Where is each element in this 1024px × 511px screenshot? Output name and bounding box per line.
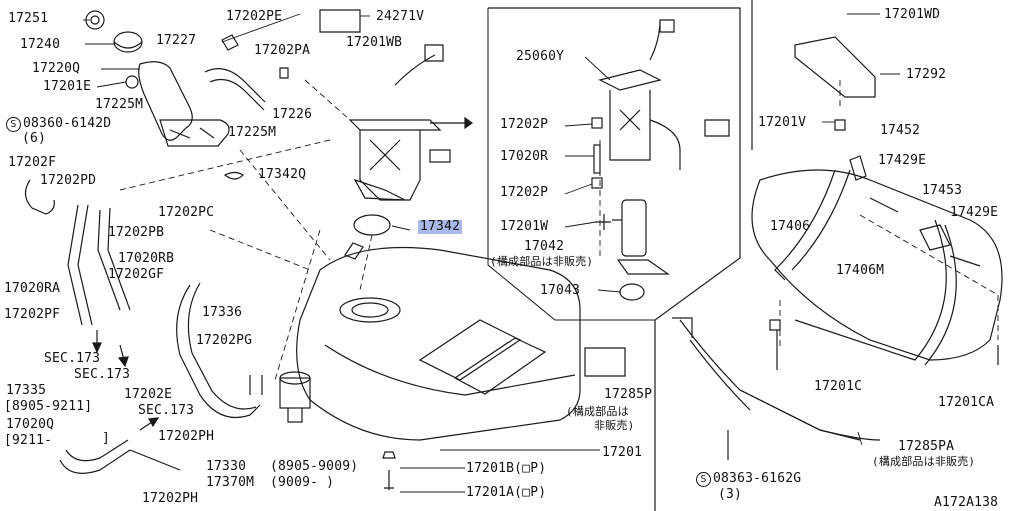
part-17202GF: 17202GF (108, 267, 165, 282)
part-17202PH-a: 17202PH (158, 429, 215, 444)
part-17342Q: 17342Q (258, 167, 307, 182)
part-17285PA: 17285PA (898, 439, 955, 454)
part-17370M: 17370M (206, 475, 255, 490)
sec-173-c[interactable]: SEC.173 (138, 403, 195, 418)
sec-173-a[interactable]: SEC.173 (44, 351, 101, 366)
part-17202PH-b: 17202PH (142, 491, 199, 506)
part-17406: 17406 (770, 219, 811, 234)
hoses-drawing (24, 179, 263, 474)
part-17201W: 17201W (500, 219, 549, 234)
part-17240: 17240 (20, 37, 61, 52)
part-08363-number: 08363-6162G (713, 471, 802, 486)
part-17202PC: 17202PC (158, 205, 215, 220)
part-17202F: 17202F (8, 155, 57, 170)
part-17227: 17227 (156, 33, 197, 48)
part-17452: 17452 (880, 123, 921, 138)
diagram-code: A172A138 (934, 495, 999, 510)
part-17285PA-note: (構成部品は非販売) (872, 455, 976, 468)
part-17225M-b: 17225M (228, 125, 277, 140)
part-17202PD: 17202PD (40, 173, 97, 188)
part-17202PA: 17202PA (254, 43, 311, 58)
part-17201WB: 17201WB (346, 35, 403, 50)
part-17453: 17453 (922, 183, 963, 198)
leader-lines (119, 79, 999, 381)
part-17201A: 17201A(□P) (466, 485, 547, 500)
part-17020Q-range: [9211- (4, 433, 53, 448)
part-17202PB: 17202PB (108, 225, 165, 240)
s-symbol: S (6, 117, 21, 132)
inset-frame-left (487, 8, 655, 321)
sec-173-b[interactable]: SEC.173 (74, 367, 131, 382)
part-17201V: 17201V (758, 115, 807, 130)
part-17201C: 17201C (814, 379, 863, 394)
part-24271V: 24271V (376, 10, 424, 24)
part-17336: 17336 (202, 305, 243, 320)
part-17335-range: [8905-9211] (4, 399, 93, 414)
arrows (92, 116, 474, 431)
small-parts-drawing (279, 9, 626, 490)
part-17370M-range: (9009- ) (270, 475, 335, 490)
part-17202E: 17202E (124, 387, 173, 402)
part-17342-highlighted[interactable]: 17342 (418, 219, 463, 234)
part-24271V-text: 24271V (376, 9, 425, 24)
part-17043: 17043 (540, 283, 581, 298)
part-17335: 17335 (6, 383, 47, 398)
s-symbol: S (696, 472, 711, 487)
part-08360-qty: (6) (22, 131, 47, 146)
part-17042: 17042 (524, 239, 565, 254)
part-17285P: 17285P (604, 387, 653, 402)
part-17220Q: 17220Q (32, 61, 81, 76)
part-17225M-a: 17225M (95, 97, 144, 112)
part-17201B: 17201B(□P) (466, 461, 547, 476)
part-17201CA: 17201CA (938, 395, 995, 410)
part-17020R: 17020R (500, 149, 549, 164)
part-17330: 17330 (206, 459, 247, 474)
part-17202P-a: 17202P (500, 117, 549, 132)
part-17042-note: (構成部品は非販売) (490, 255, 594, 268)
part-17202PE: 17202PE (226, 9, 283, 24)
part-17292: 17292 (906, 67, 947, 82)
part-17429E-b: 17429E (950, 205, 999, 220)
sender-unit-drawing (348, 44, 451, 236)
filler-neck-drawing (85, 10, 289, 180)
part-17429E-a: 17429E (878, 153, 927, 168)
part-17202PF: 17202PF (4, 307, 61, 322)
part-17285P-note1: (構成部品は (566, 405, 629, 418)
part-17201: 17201 (602, 445, 643, 460)
part-08363-qty: (3) (718, 487, 743, 502)
straps-drawing (672, 36, 1003, 460)
part-08360-number: 08360-6142D (23, 116, 112, 131)
part-17226: 17226 (272, 107, 313, 122)
part-17202P-b: 17202P (500, 185, 549, 200)
solid-leaders (83, 13, 900, 493)
inset-frame (488, 7, 741, 511)
part-17285P-note2: 非販売) (594, 419, 635, 432)
part-17020Q-range-close: ] (102, 431, 111, 446)
part-17330-range: (8905-9009) (270, 459, 359, 474)
part-17020RB: 17020RB (118, 251, 175, 266)
part-17202PG: 17202PG (196, 333, 253, 348)
part-17020Q: 17020Q (6, 417, 55, 432)
part-17201WD: 17201WD (884, 7, 941, 22)
part-17251: 17251 (8, 11, 49, 26)
part-17406M: 17406M (836, 263, 885, 278)
fuel-tank-drawing (296, 242, 581, 441)
part-17020RA: 17020RA (4, 281, 61, 296)
part-17201E: 17201E (43, 79, 92, 94)
part-25060Y: 25060Y (516, 49, 565, 64)
